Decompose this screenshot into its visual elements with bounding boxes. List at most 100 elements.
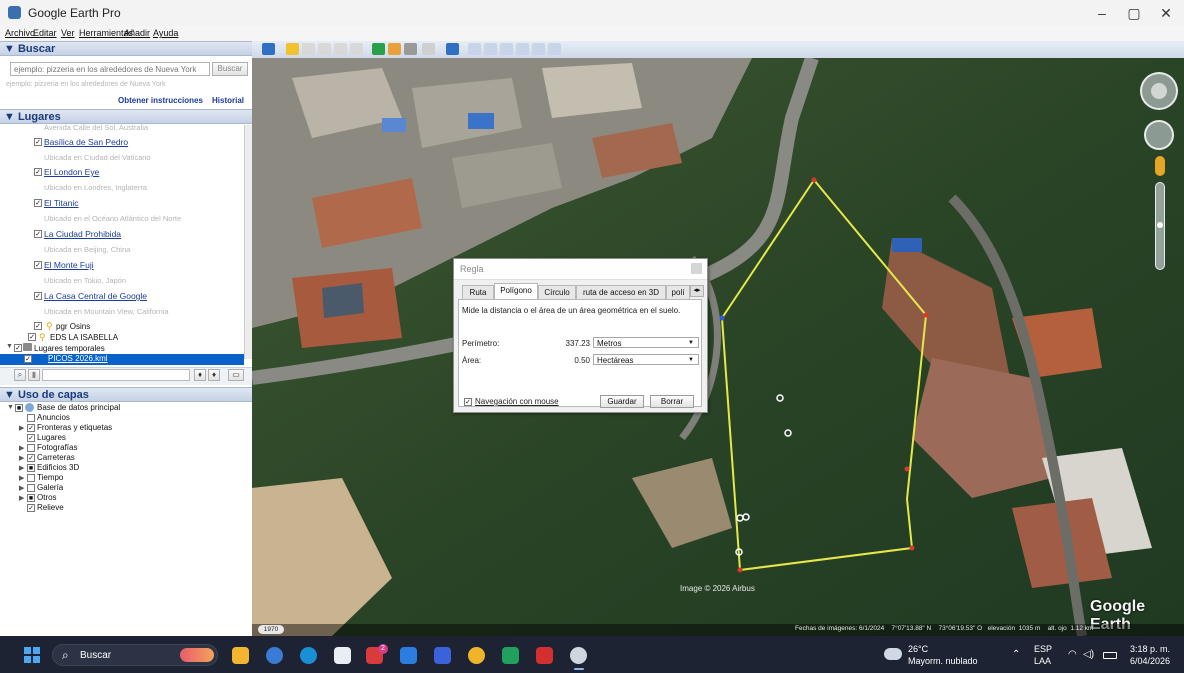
panel-toggle-icon[interactable]: ▮ [28, 369, 40, 381]
place-pgr-osins[interactable]: pgr Osins [56, 322, 91, 331]
clock-time[interactable]: 3:18 p. m. [1130, 644, 1171, 654]
print-icon[interactable] [468, 43, 481, 55]
layer-relieve[interactable]: Relieve [37, 503, 64, 512]
menu-editar[interactable]: Editar [33, 28, 57, 38]
layer-tiempo[interactable]: Tiempo [37, 473, 64, 482]
place-checkbox[interactable]: ✓ [34, 261, 42, 269]
layer-anuncios[interactable]: Anuncios [37, 413, 70, 422]
place-ciudad-prohibida[interactable]: La Ciudad Prohibida [44, 229, 122, 239]
search-highlight-icon[interactable] [180, 648, 214, 662]
layer-edificios-3d[interactable]: Edificios 3D [37, 463, 80, 472]
tab-ruta-3d[interactable]: ruta de acceso en 3D [576, 285, 666, 300]
acrobat-icon[interactable] [536, 647, 553, 664]
places-scrollbar[interactable] [244, 125, 252, 359]
layer-checkbox[interactable] [27, 484, 35, 492]
close-button[interactable]: ✕ [1160, 5, 1172, 21]
dialog-close-icon[interactable] [691, 263, 702, 274]
place-monte-fuji[interactable]: El Monte Fuji [44, 260, 94, 270]
photos-icon[interactable] [400, 647, 417, 664]
search-input[interactable] [10, 62, 210, 76]
place-london-eye[interactable]: El London Eye [44, 167, 100, 177]
move-joystick-icon[interactable] [1144, 120, 1174, 150]
layer-galeria[interactable]: Galería [37, 483, 64, 492]
battery-icon[interactable] [1103, 652, 1117, 659]
chrome-icon[interactable] [468, 647, 485, 664]
layer-checkbox[interactable]: ■ [27, 494, 35, 502]
move-down-icon[interactable]: ♦ [208, 369, 220, 381]
place-basilica[interactable]: Basílica de San Pedro [44, 137, 129, 147]
layer-lugares[interactable]: Lugares [37, 433, 66, 442]
search-section-header[interactable]: ▼ Buscar [0, 41, 252, 56]
chevron-up-icon[interactable]: ⌃ [1012, 649, 1021, 660]
edge-browser-icon[interactable] [300, 647, 317, 664]
layer-checkbox[interactable]: ✓ [27, 504, 35, 512]
tab-poligono[interactable]: Polígono [494, 283, 538, 300]
selected-row[interactable] [0, 354, 244, 365]
directions-link[interactable]: Obtener instrucciones [118, 96, 203, 105]
layer-checkbox[interactable]: ✓ [27, 424, 35, 432]
historical-scale-badge[interactable]: 1970 [258, 625, 284, 634]
mouse-nav-checkbox[interactable]: ✓ [464, 398, 472, 406]
layer-checkbox[interactable] [27, 474, 35, 482]
language-top[interactable]: ESP [1034, 644, 1053, 654]
settings-icon[interactable] [532, 43, 545, 55]
place-checkbox[interactable]: ✓ [34, 292, 42, 300]
perimeter-unit-select[interactable]: Metros▼ [593, 337, 699, 348]
expand-arrow-icon[interactable]: ▶ [19, 425, 25, 432]
expand-arrow-icon[interactable]: ▼ [7, 404, 14, 411]
places-section-header[interactable]: ▼ Lugares [0, 109, 252, 124]
search-places-icon[interactable]: ⌕ [14, 369, 26, 381]
place-checkbox[interactable]: ✓ [34, 199, 42, 207]
tab-circulo[interactable]: Círculo [538, 285, 576, 300]
weather-temp[interactable]: 26°C [908, 644, 929, 654]
layer-otros[interactable]: Otros [37, 493, 57, 502]
sidebar-toggle-icon[interactable] [262, 43, 275, 55]
store-icon[interactable] [334, 647, 351, 664]
planet-icon[interactable] [404, 43, 417, 55]
layers-section-header[interactable]: ▼ Uso de capas [0, 387, 252, 402]
search-button[interactable]: Buscar [212, 62, 248, 76]
place-checkbox[interactable]: ✓ [34, 138, 42, 146]
file-explorer-icon[interactable] [232, 647, 249, 664]
zoom-slider-handle[interactable] [1157, 222, 1163, 228]
clock-date[interactable]: 6/04/2026 [1130, 656, 1171, 666]
mouse-nav-label[interactable]: Navegación con mouse [475, 397, 559, 406]
move-up-icon[interactable]: ♦ [194, 369, 206, 381]
language-bottom[interactable]: LAA [1034, 656, 1052, 666]
layer-checkbox[interactable]: ✓ [27, 434, 35, 442]
ruler-icon[interactable] [422, 43, 435, 55]
temp-places-folder[interactable]: Lugares temporales [34, 344, 105, 353]
cloud-weather-icon[interactable] [884, 648, 902, 660]
historical-imagery-icon[interactable] [372, 43, 385, 55]
place-checkbox[interactable]: ✓ [34, 168, 42, 176]
sunlight-icon[interactable] [388, 43, 401, 55]
tab-ruta[interactable]: Ruta [462, 285, 494, 300]
wifi-icon[interactable]: ◠ [1068, 649, 1077, 660]
dialog-title-bar[interactable]: Regla [454, 259, 707, 280]
add-polygon-icon[interactable] [302, 43, 315, 55]
web-icon[interactable] [548, 43, 561, 55]
place-checkbox[interactable]: ✓ [34, 230, 42, 238]
excel-icon[interactable] [502, 647, 519, 664]
street-view-pegman-icon[interactable] [1155, 156, 1165, 176]
place-checkbox[interactable]: ✓ [34, 322, 42, 330]
place-checkbox[interactable]: ✓ [28, 333, 36, 341]
layer-checkbox[interactable]: ■ [27, 464, 35, 472]
earth-gallery-icon[interactable] [516, 43, 529, 55]
place-casa-google[interactable]: La Casa Central de Google [44, 291, 148, 301]
place-checkbox[interactable]: ✓ [24, 355, 32, 363]
look-joystick-icon[interactable] [1151, 83, 1167, 99]
layer-root[interactable]: Base de datos principal [37, 403, 121, 412]
tab-poligono-3d[interactable]: polí [666, 285, 690, 300]
selected-kml[interactable]: PICOS 2026.kml [48, 354, 108, 363]
menu-ver[interactable]: Ver [61, 28, 75, 38]
layer-checkbox[interactable]: ■ [15, 404, 23, 412]
menu-anadir[interactable]: Añadir [124, 28, 151, 38]
place-eds-la-isabella[interactable]: EDS LA ISABELLA [50, 333, 119, 342]
places-filter-input[interactable] [42, 369, 190, 381]
expand-arrow-icon[interactable]: ▶ [19, 495, 25, 502]
save-image-icon[interactable] [484, 43, 497, 55]
expand-arrow-icon[interactable]: ▶ [19, 465, 25, 472]
layer-carreteras[interactable]: Carreteras [37, 453, 75, 462]
save-button[interactable]: Guardar [600, 395, 644, 408]
